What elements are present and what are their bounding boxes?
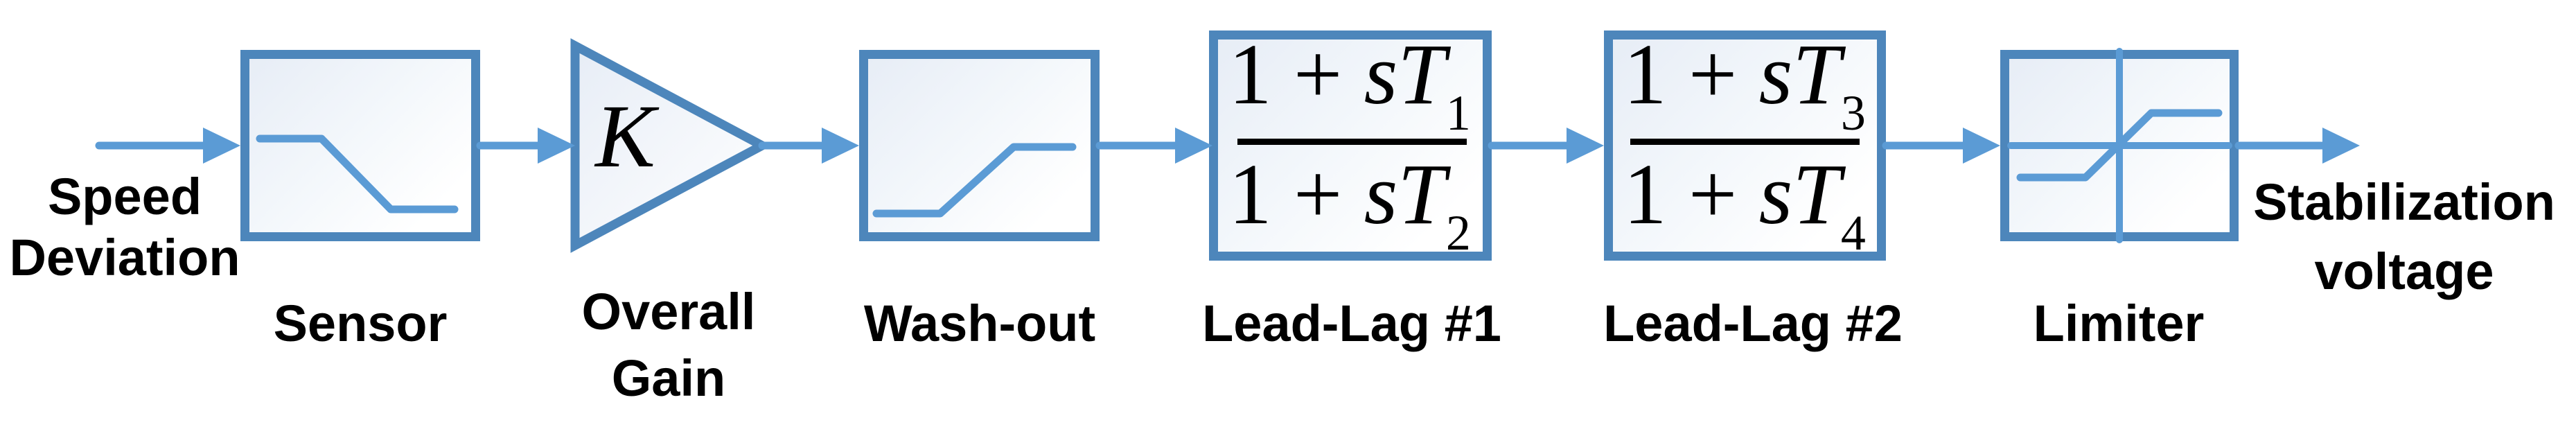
washout-label: Wash-out (863, 295, 1096, 352)
gain-label-line2: Gain (611, 349, 726, 407)
leadlag1-denominator-italic: sT (1364, 147, 1446, 243)
limiter-label: Limiter (2033, 295, 2205, 352)
arrow-washout-to-leadlag1 (1095, 128, 1212, 164)
sensor-label: Sensor (273, 295, 448, 352)
arrow-leadlag1-to-leadlag2 (1488, 128, 1604, 164)
leadlag1-denominator-subscript: 2 (1445, 205, 1471, 261)
leadlag1-numerator-roman: 1 + (1228, 27, 1364, 123)
input-signal-label: Speed Deviation (0, 166, 263, 288)
leadlag1-fraction-bar (1237, 139, 1467, 145)
leadlag1-denominator-roman: 1 + (1228, 147, 1364, 243)
leadlag2-denominator-italic: sT (1758, 147, 1841, 243)
leadlag2-numerator: 1 + sT3 (1613, 32, 1876, 139)
leadlag2-denominator: 1 + sT4 (1613, 152, 1876, 259)
leadlag2-label: Lead-Lag #2 (1603, 295, 1903, 352)
leadlag2-fraction-bar (1630, 139, 1860, 145)
limiter-block (2000, 50, 2239, 241)
arrow-leadlag2-to-limiter (1882, 128, 2000, 164)
gain-label: Overall Gain (495, 279, 842, 412)
output-signal-label-line2: voltage (2314, 243, 2494, 300)
leadlag2-block (1604, 31, 1886, 261)
input-signal-label-line1: Speed (47, 168, 202, 225)
leadlag2-numerator-roman: 1 + (1623, 27, 1759, 123)
leadlag2-denominator-subscript: 4 (1840, 205, 1866, 261)
leadlag1-denominator: 1 + sT2 (1218, 152, 1481, 259)
leadlag1-numerator: 1 + sT1 (1218, 32, 1481, 139)
leadlag1-numerator-italic: sT (1364, 27, 1446, 123)
arrow-input (95, 128, 240, 164)
arrow-gain-to-washout (758, 128, 859, 164)
leadlag2-denominator-roman: 1 + (1623, 147, 1759, 243)
leadlag2-numerator-italic: sT (1758, 27, 1841, 123)
leadlag1-block (1209, 31, 1492, 261)
leadlag1-numerator-subscript: 1 (1445, 85, 1471, 141)
leadlag1-label: Lead-Lag #1 (1202, 295, 1501, 352)
arrow-output (2234, 128, 2360, 164)
washout-block (859, 50, 1100, 241)
gain-label-line1: Overall (581, 283, 756, 340)
output-signal-label: Stabilization voltage (2231, 168, 2576, 306)
output-signal-label-line1: Stabilization (2253, 173, 2555, 231)
leadlag2-numerator-subscript: 3 (1840, 85, 1866, 141)
input-signal-label-line2: Deviation (9, 229, 240, 286)
sensor-block (240, 50, 480, 241)
gain-symbol: K (595, 87, 655, 186)
